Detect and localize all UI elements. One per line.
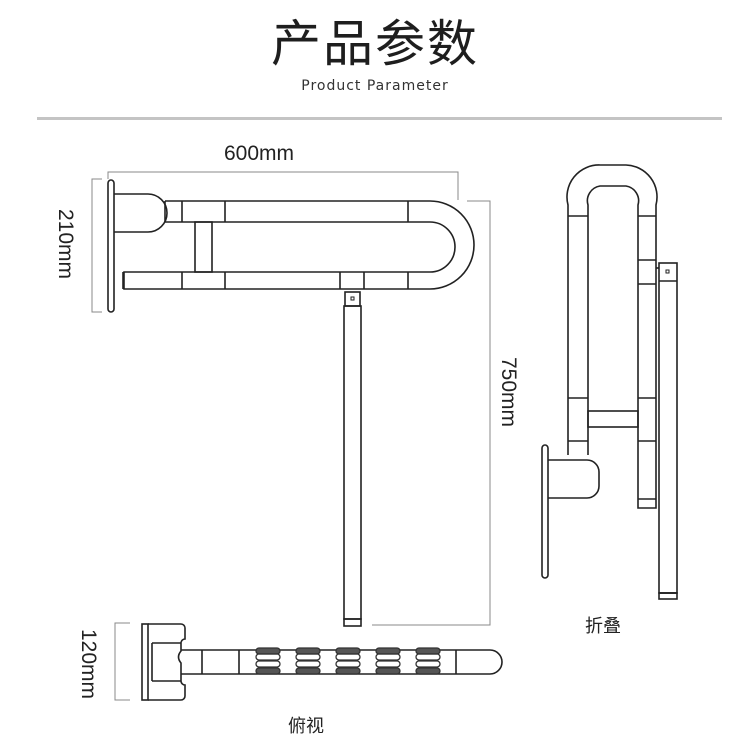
folded-wall-bracket [548,459,600,499]
grip-rings [255,647,441,675]
header-divider [37,117,722,120]
top-view-caption: 俯视 [288,716,324,737]
front-view-grab-bar [107,179,475,627]
support-leg-joint [344,291,361,307]
top-bar [181,649,503,675]
grip-ring [375,647,401,675]
grip-ring [335,647,361,675]
folded-support-leg [658,262,678,594]
support-leg-foot [343,618,362,627]
page-title: 产品参数 [271,15,479,73]
top-bracket [148,623,186,701]
wall-plate [107,179,115,313]
top-wall-plate [141,623,149,701]
total-height-dimension-line [372,200,491,626]
vertical-connector [194,221,213,273]
folded-view-caption: 折叠 [585,616,621,637]
folded-u-bar [566,164,658,509]
wall-height-dimension-line [91,178,102,313]
wall-mount-bracket [114,193,168,233]
support-leg [343,305,362,620]
grip-ring [295,647,321,675]
folded-view-grab-bar [541,164,678,600]
grip-ring [255,647,281,675]
width-dimension-label: 600mm [224,142,295,165]
folded-wall-plate [541,444,549,579]
grip-ring [415,647,441,675]
u-shaped-bar [123,200,475,290]
page-subtitle: Product Parameter [301,78,449,94]
top-view-grab-bar [141,623,503,701]
folded-crossbar [587,410,639,428]
width-dimension-line [107,171,459,200]
dimension-lines [91,171,491,701]
depth-dimension-line [114,622,130,701]
